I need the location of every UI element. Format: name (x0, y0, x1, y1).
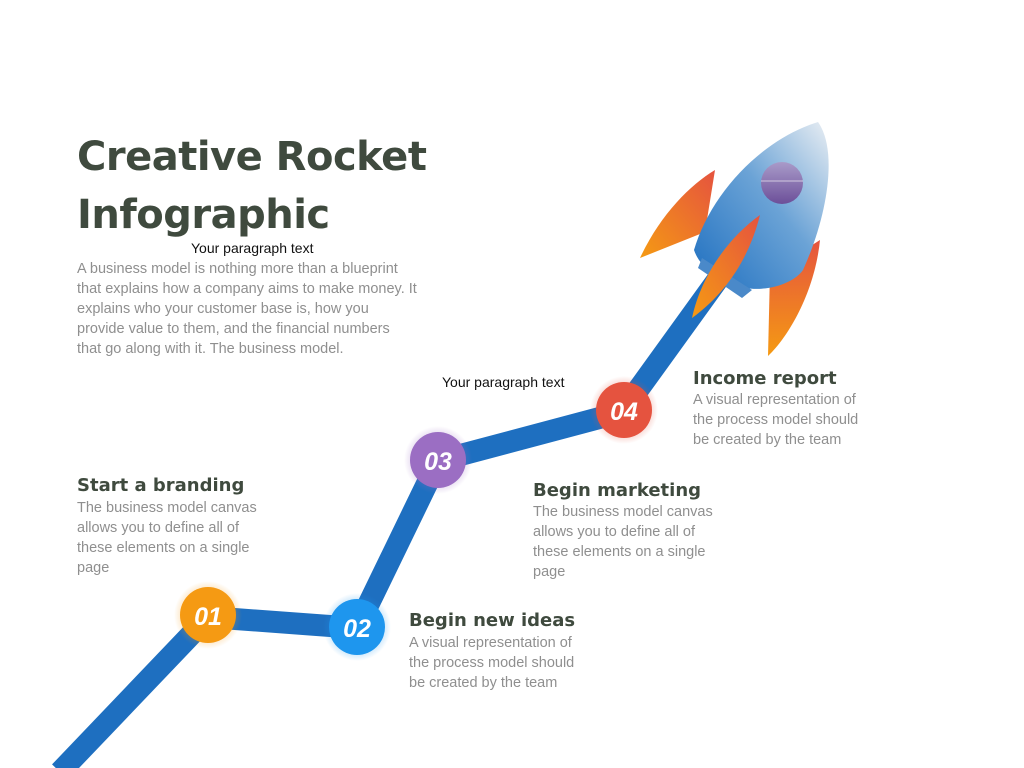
step-title-02: Begin new ideas (409, 610, 576, 631)
step-marker-03: 03 (404, 426, 472, 494)
step-desc-01: The business model canvas allows you to … (77, 500, 257, 576)
step-desc-03: The business model canvas allows you to … (533, 504, 713, 580)
step-desc-02: A visual representation of the process m… (409, 635, 575, 691)
page-title: Creative Rocket Infographic (77, 128, 497, 244)
step-title-04: Income report (693, 368, 837, 389)
growth-path (52, 225, 761, 768)
step-marker-02: 02 (323, 593, 391, 661)
placeholder-text-2: Your paragraph text (442, 374, 565, 390)
intro-paragraph: A business model is nothing more than a … (77, 261, 417, 357)
step-title-03: Begin marketing (533, 480, 702, 501)
placeholder-text-1: Your paragraph text (191, 240, 314, 256)
step-title-01: Start a branding (77, 475, 245, 496)
title-line-1: Creative Rocket (77, 134, 427, 180)
step-number-02: 02 (343, 615, 371, 643)
rocket-icon (640, 122, 829, 356)
step-desc-04: A visual representation of the process m… (693, 392, 859, 448)
step-number-03: 03 (424, 448, 452, 476)
title-line-2: Infographic (77, 192, 330, 238)
step-marker-04: 04 (590, 376, 658, 444)
step-marker-01: 01 (174, 581, 242, 649)
step-number-04: 04 (610, 398, 638, 426)
step-number-01: 01 (194, 603, 222, 631)
